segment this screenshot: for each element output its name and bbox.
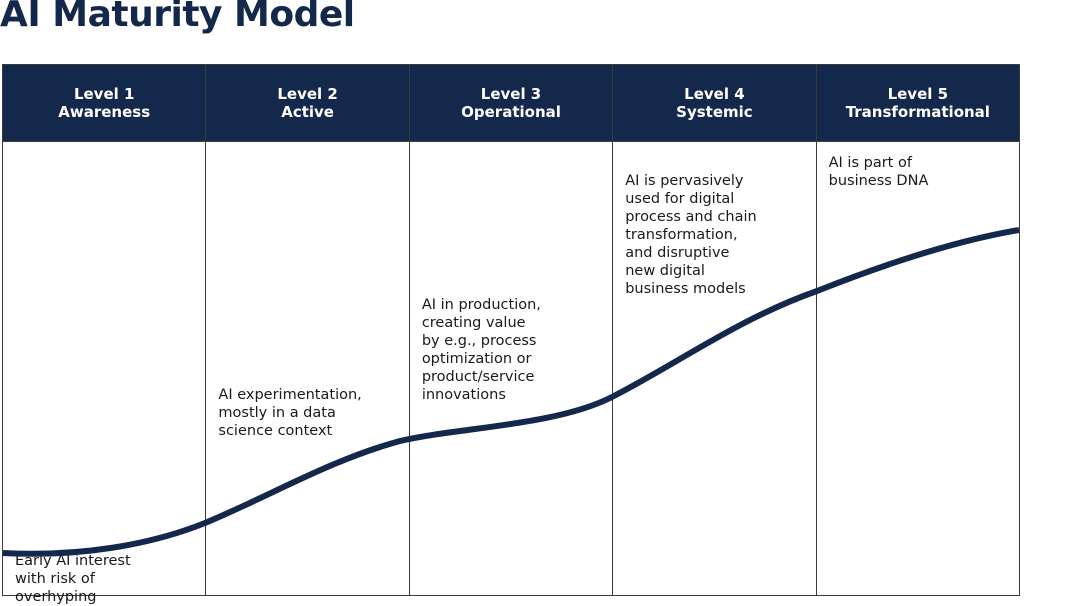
level-body-3: AI in production, creating value by e.g.… xyxy=(410,142,612,595)
level-number: Level 3 xyxy=(480,85,542,103)
level-header-1: Level 1 Awareness xyxy=(3,65,206,142)
level-name: Systemic xyxy=(676,103,753,121)
level-description: AI in production, creating value by e.g.… xyxy=(421,297,541,403)
level-name: Operational xyxy=(461,103,561,121)
level-number: Level 4 xyxy=(684,85,745,103)
level-body-4: AI is pervasively used for digital proce… xyxy=(613,142,815,595)
level-column-5: Level 5 Transformational AI is part of b… xyxy=(815,65,1020,595)
level-description: AI is part of business DNA xyxy=(828,155,929,189)
level-description: Early AI interest with risk of overhypin… xyxy=(15,553,131,605)
level-number: Level 5 xyxy=(887,85,949,103)
level-description: AI is pervasively used for digital proce… xyxy=(625,173,757,297)
level-name: Transformational xyxy=(845,103,990,121)
level-number: Level 1 xyxy=(73,85,135,103)
level-body-5: AI is part of business DNA xyxy=(817,142,1019,595)
level-header-4: Level 4 Systemic xyxy=(613,65,816,142)
level-column-4: Level 4 Systemic AI is pervasively used … xyxy=(612,65,816,595)
page-title: AI Maturity Model xyxy=(0,0,355,35)
level-number: Level 2 xyxy=(277,85,338,103)
level-name: Active xyxy=(281,103,334,121)
level-name: Awareness xyxy=(58,103,151,121)
level-column-1: Level 1 Awareness Early AI interest with… xyxy=(3,65,206,605)
maturity-model-table: Level 1 Awareness Early AI interest with… xyxy=(2,64,1020,605)
level-header-5: Level 5 Transformational xyxy=(816,65,1020,142)
level-description: AI experimentation, mostly in a data sci… xyxy=(218,387,362,439)
level-body-2: AI experimentation, mostly in a data sci… xyxy=(206,142,408,595)
level-header-2: Level 2 Active xyxy=(206,65,409,142)
level-column-3: Level 3 Operational AI in production, cr… xyxy=(408,65,613,595)
level-column-2: Level 2 Active AI experimentation, mostl… xyxy=(205,65,409,595)
level-header-3: Level 3 Operational xyxy=(409,65,613,142)
level-body-1: Early AI interest with risk of overhypin… xyxy=(3,142,205,605)
